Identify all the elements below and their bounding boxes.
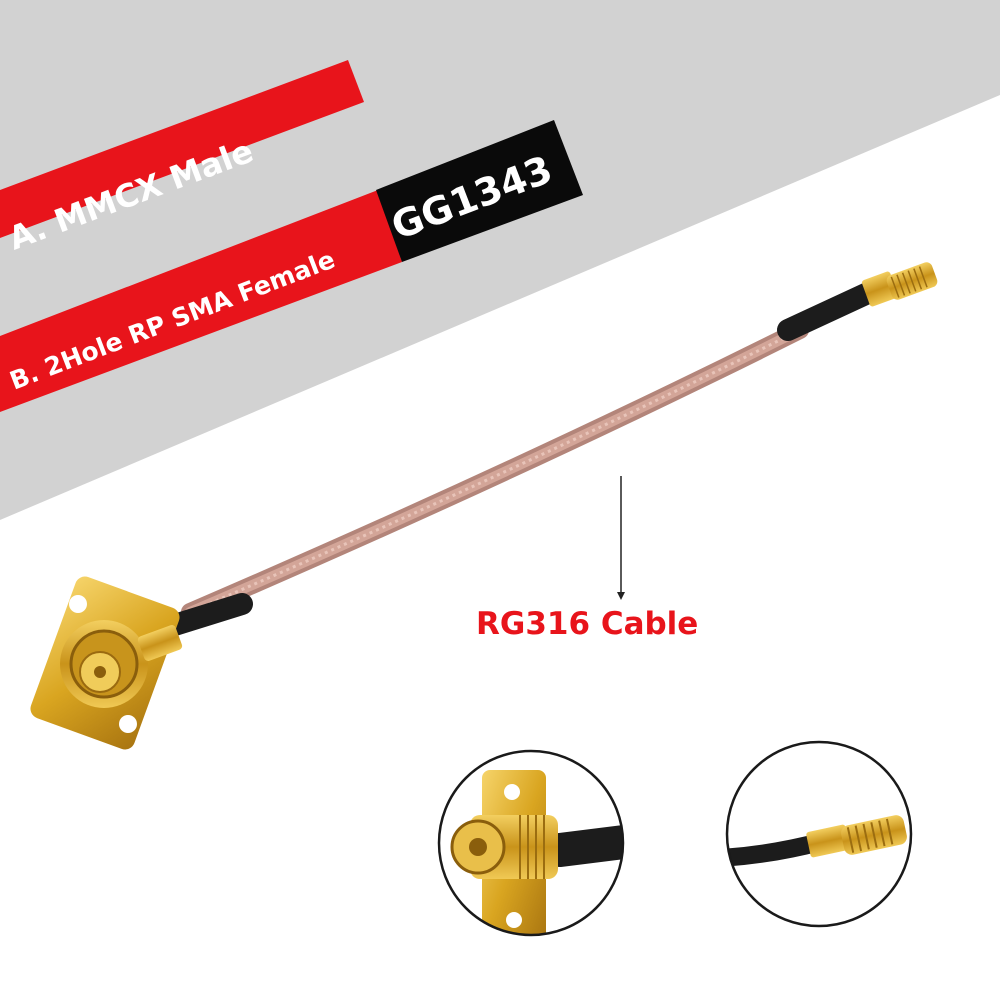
detail-inset-sma [437,749,625,937]
background-gray-band [0,0,1000,520]
mmcx-male-connector [861,262,938,307]
rg316-cable [154,281,881,639]
cable-callout-label: RG316 Cable [476,606,699,642]
callout-arrow [617,476,625,600]
sma-flange-connector [30,576,183,750]
detail-inset-mmcx [725,740,913,928]
